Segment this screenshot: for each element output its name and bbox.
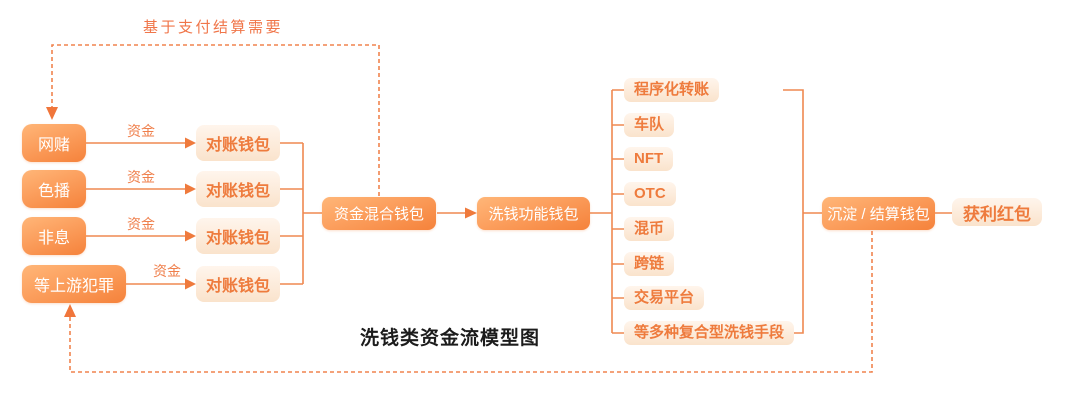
recon-wallet-box-0: 对账钱包	[196, 125, 280, 161]
source-box-2: 非息	[22, 217, 86, 255]
funds-label-1: 资金	[127, 169, 155, 185]
top-loop-label: 基于支付结算需要	[143, 19, 284, 36]
recon-wallet-box-2: 对账钱包	[196, 218, 280, 254]
dashed-feedback-loops	[51, 44, 873, 373]
method-item-2: NFT	[624, 147, 674, 171]
arrowheads	[185, 137, 477, 290]
funds-label-2: 资金	[127, 216, 155, 232]
method-item-0: 程序化转账	[624, 78, 720, 102]
method-item-1: 车队	[624, 113, 675, 137]
dashed-arrowheads	[46, 107, 76, 317]
source-box-0: 网赌	[22, 124, 86, 162]
recon-wallet-box-3: 对账钱包	[196, 266, 280, 302]
laundering-wallet-box: 洗钱功能钱包	[477, 197, 590, 230]
funds-label-0: 资金	[127, 123, 155, 139]
funds-label-3: 资金	[153, 263, 181, 279]
method-item-7: 等多种复合型洗钱手段	[624, 321, 795, 345]
method-item-5: 跨链	[624, 252, 675, 276]
method-item-6: 交易平台	[624, 286, 705, 310]
bottom-feedback-path	[69, 231, 873, 373]
method-item-4: 混币	[624, 217, 675, 241]
recon-wallet-box-1: 对账钱包	[196, 171, 280, 207]
settlement-wallet-box: 沉淀 / 结算钱包	[822, 197, 935, 230]
method-item-3: OTC	[624, 182, 676, 206]
mixing-wallet-box: 资金混合钱包	[322, 197, 436, 230]
source-box-3: 等上游犯罪	[22, 265, 126, 303]
source-box-1: 色播	[22, 170, 86, 208]
diagram-title: 洗钱类资金流模型图	[360, 328, 541, 349]
profit-packet-box: 获利红包	[952, 198, 1042, 226]
arrow-into-source-bottom	[64, 304, 76, 317]
arrow-into-source-top	[46, 107, 58, 120]
